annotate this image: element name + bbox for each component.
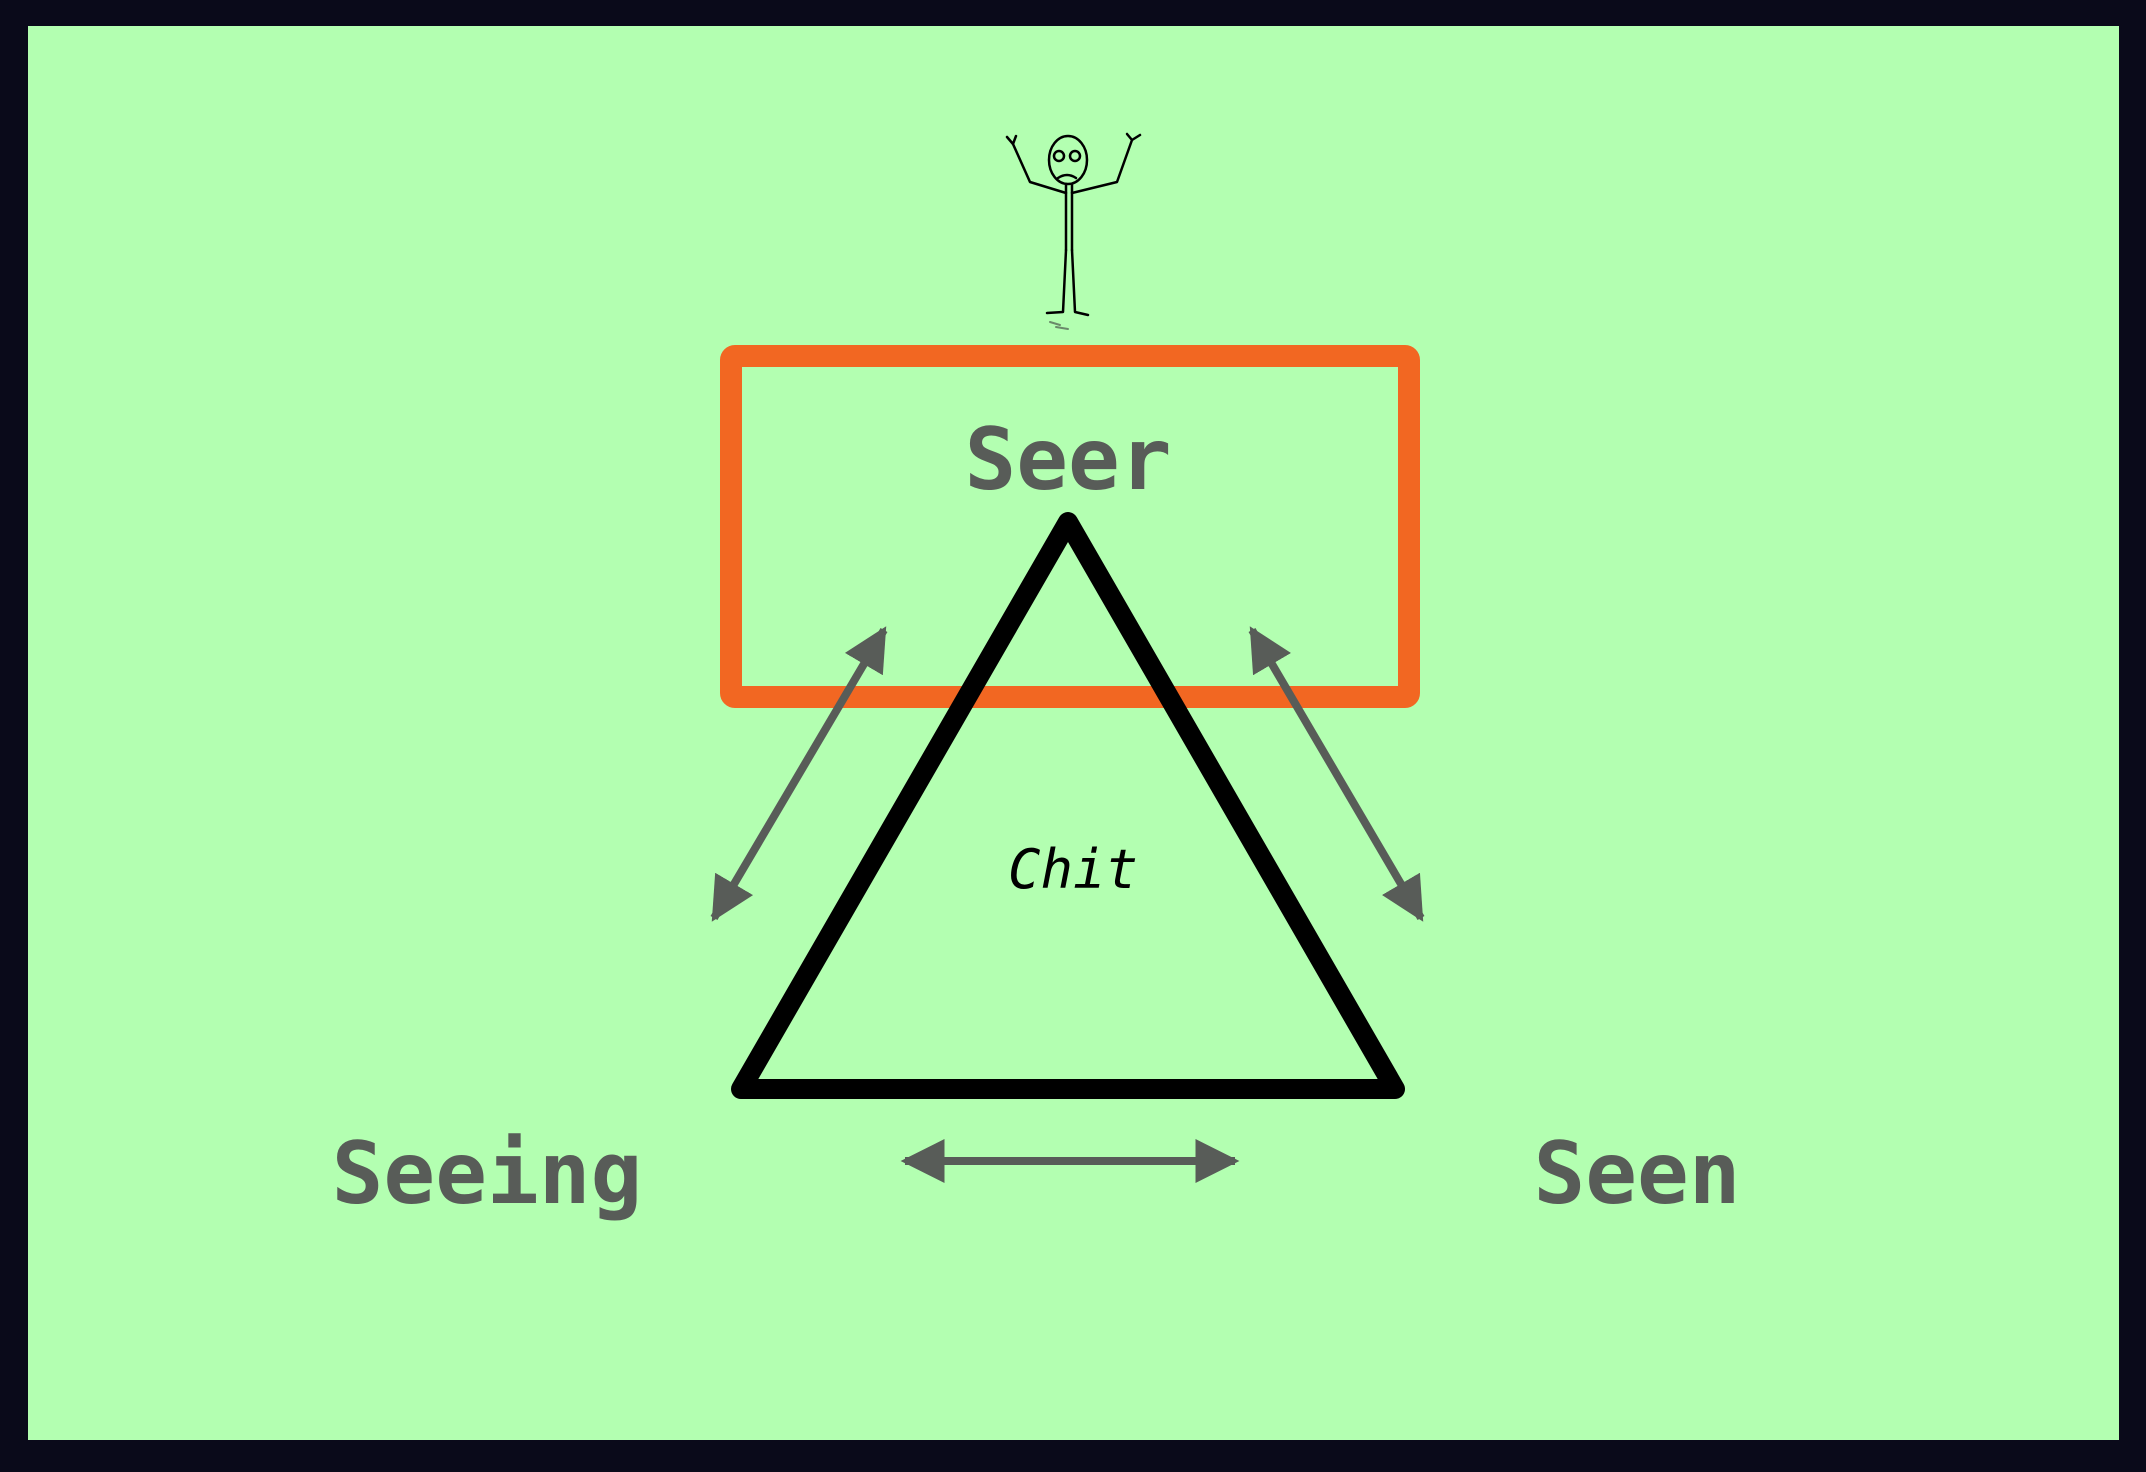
chit-label: Chit [1008,838,1138,901]
background-panel [28,26,2119,1440]
triangle [731,512,1405,1099]
seeing-label: Seeing [332,1124,643,1224]
stick-figure-icon [1005,132,1142,330]
seer-highlight-box [720,345,1420,708]
arrow-seer-seen [1248,626,1425,922]
arrow-seer-seeing [710,626,888,922]
seen-label: Seen [1533,1124,1740,1224]
seer-label: Seer [964,410,1171,510]
